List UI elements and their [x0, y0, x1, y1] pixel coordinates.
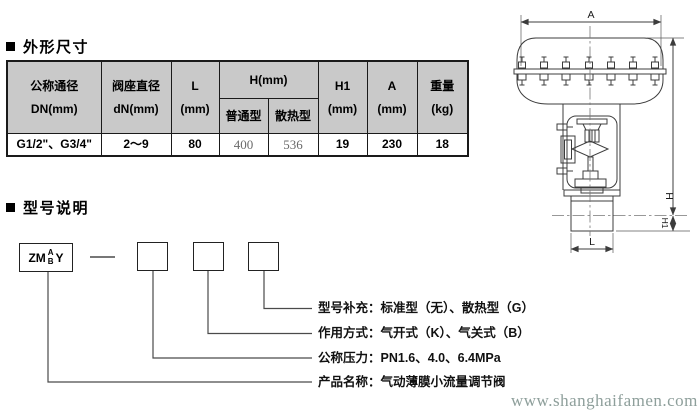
dimension-H: H [647, 37, 684, 216]
section-title-dimensions: 外形尺寸 [6, 36, 89, 57]
section-title-text: 型号说明 [23, 200, 90, 217]
dim-label-L: L [589, 236, 595, 248]
valve-body [563, 189, 621, 232]
header-nominal-diameter: 公称通径 DN(mm) [6, 60, 102, 134]
square-bullet-icon [6, 42, 15, 51]
cell-L: 80 [170, 132, 220, 157]
square-bullet-icon [6, 203, 15, 212]
header-weight: 重量 (kg) [416, 60, 469, 134]
dimension-table: 公称通径 DN(mm) 阀座直径 dN(mm) L (mm) H(mm) [6, 60, 469, 157]
stem-indicator-diamond [570, 140, 610, 158]
cell-nominal-diameter: G1/2"、G3/4" [6, 132, 102, 157]
header-L: L (mm) [170, 60, 220, 134]
model-code-zm: ZM [28, 250, 46, 265]
section-title-text: 外形尺寸 [23, 39, 90, 56]
flange-bolts [517, 56, 660, 86]
label-nominal-pressure: 公称压力：PN1.6、4.0、6.4MPa [318, 351, 501, 365]
model-option-box-pressure [137, 242, 168, 271]
model-option-box-action [193, 242, 224, 271]
cell-weight: 18 [416, 132, 469, 157]
model-option-box-supplement [248, 242, 279, 271]
model-code-y: Y [55, 250, 64, 265]
dim-label-A: A [587, 9, 594, 21]
header-A: A (mm) [366, 60, 418, 134]
cell-H-standard: 400 [218, 132, 269, 157]
connector-pressure [152, 271, 312, 359]
model-code-ab-stack: A B [47, 248, 54, 266]
connector-product-name [47, 272, 312, 383]
header-H-group: H(mm) [218, 60, 319, 99]
table-row: G1/2"、G3/4" 2～9 80 400 536 19 230 18 [6, 132, 469, 157]
dimension-L: L [570, 233, 614, 253]
cell-H1: 19 [317, 132, 368, 157]
cell-H-heat: 536 [267, 132, 319, 157]
section-title-model: 型号说明 [6, 197, 89, 218]
dim-label-H1: H1 [660, 218, 670, 229]
dimension-H1: H1 [616, 215, 690, 232]
label-action-mode: 作用方式：气开式（K）、气关式（B） [318, 326, 530, 340]
cell-seat-diameter: 2～9 [100, 132, 172, 157]
header-H-standard: 普通型 [218, 97, 269, 134]
connector-action [207, 271, 312, 335]
header-H-heat: 散热型 [267, 97, 319, 134]
label-product-name: 产品名称：气动薄膜小流量调节阀 [318, 375, 506, 389]
header-seat-diameter: 阀座直径 dN(mm) [100, 60, 172, 134]
header-H1: H1 (mm) [317, 60, 368, 134]
valve-technical-drawing: A [513, 9, 690, 253]
model-code-box: ZM A B Y [19, 243, 73, 272]
label-model-supplement: 型号补充：标准型（无）、散热型（G） [318, 301, 534, 315]
watermark-url: www.shanghaifamen.com [511, 391, 698, 410]
dim-label-H: H [663, 192, 675, 200]
cell-A: 230 [366, 132, 418, 157]
travel-scale [560, 135, 576, 164]
connector-supplement [263, 271, 312, 310]
valve-yoke [556, 104, 621, 194]
